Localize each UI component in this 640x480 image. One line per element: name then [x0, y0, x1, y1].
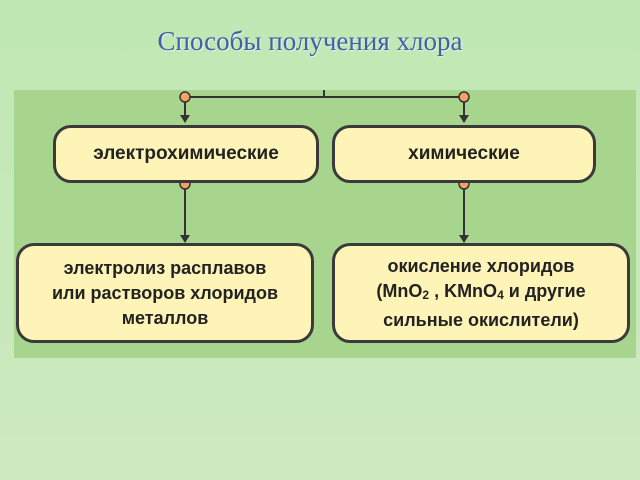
formula-subscript-2: 2: [422, 287, 430, 302]
method-box-electrochemical: электрохимические: [53, 125, 319, 183]
right-bottom-arrowhead: [459, 235, 469, 243]
detail-line: металлов: [121, 307, 209, 328]
detail-line: окисление хлоридов: [387, 255, 575, 276]
detail-line: или растворов хлоридов: [51, 282, 279, 303]
detail-line-formula: (MnO2 , KMnO4 и другие: [376, 279, 585, 308]
method-label-chemical: химические: [408, 143, 520, 164]
detail-line: электролиз расплавов: [63, 257, 267, 278]
diagram-panel: электрохимические химические электролиз …: [14, 90, 636, 358]
connector-lines: [179, 90, 470, 243]
left-top-node: [179, 91, 191, 103]
left-top-arrowhead: [180, 115, 190, 123]
right-top-node: [458, 91, 470, 103]
detail-box-oxidation: окисление хлоридов (MnO2 , KMnO4 и други…: [332, 243, 630, 343]
detail-box-electrolysis: электролиз расплавов или растворов хлори…: [16, 243, 314, 343]
slide-title: Способы получения хлора: [157, 26, 463, 56]
formula-open: (MnO: [376, 280, 423, 301]
method-label-electrochemical: электрохимические: [93, 143, 279, 164]
method-box-chemical: химические: [332, 125, 596, 183]
detail-line: сильные окислители): [383, 309, 579, 330]
left-bottom-arrowhead: [180, 235, 190, 243]
formula-subscript-4: 4: [497, 287, 504, 302]
formula-mid: , KMnO: [429, 280, 498, 301]
right-top-arrowhead: [459, 115, 469, 123]
formula-close: и другие: [503, 280, 586, 301]
